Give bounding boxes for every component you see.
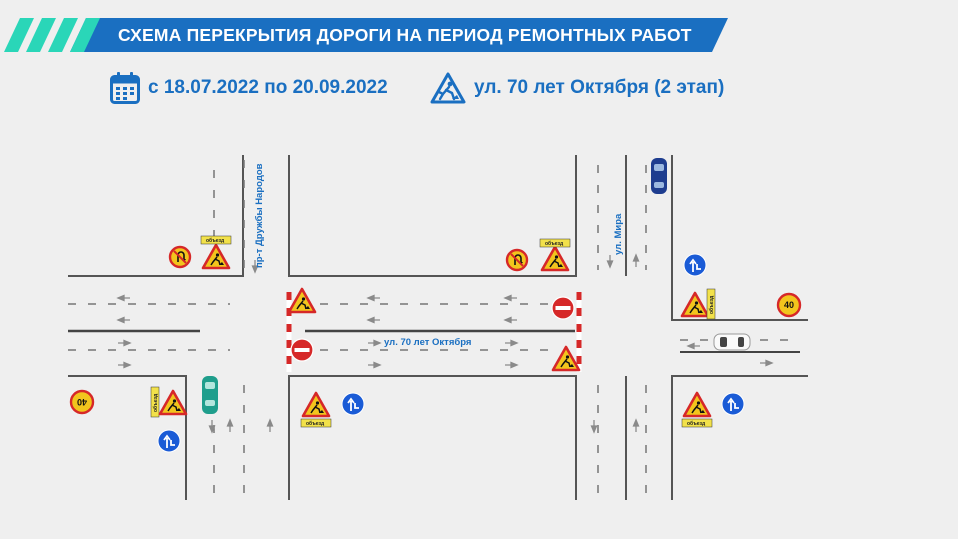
- blue-direction-sign-4: [721, 392, 745, 416]
- closure-barrier-left: [286, 292, 292, 372]
- no-turn-sign-center: [505, 248, 529, 272]
- header-stripes: [4, 18, 728, 52]
- speed-limit-2-value: 40: [77, 397, 87, 407]
- blue-direction-sign-3: [341, 392, 365, 416]
- no-entry-sign-2: [551, 296, 575, 320]
- blue-direction-sign-1: [683, 253, 707, 277]
- speed-limit-sign-1: 40: [776, 292, 802, 318]
- dates-info: с 18.07.2022 по 20.09.2022: [110, 70, 388, 106]
- road-works-icon: [430, 72, 466, 104]
- detour-plate-6: объезд: [681, 418, 713, 428]
- road-works-sign-2: [540, 245, 570, 272]
- road-works-sign-6: [158, 389, 188, 416]
- detour-plate-2-label: объезд: [545, 240, 564, 247]
- road-borders: [68, 155, 808, 500]
- detour-plate-1: объезд: [200, 235, 232, 245]
- car-teal: [202, 376, 218, 414]
- street-info: ул. 70 лет Октября (2 этап): [430, 70, 724, 106]
- calendar-icon: [110, 72, 140, 104]
- road-works-sign-4: [551, 345, 581, 372]
- car-blue: [651, 158, 667, 194]
- road-works-sign-7: [301, 391, 331, 418]
- detour-plate-5-label: объезд: [306, 420, 325, 427]
- detour-plate-2: объезд: [539, 238, 571, 248]
- header-banner: СХЕМА ПЕРЕКРЫТИЯ ДОРОГИ НА ПЕРИОД РЕМОНТ…: [0, 18, 728, 52]
- car-white: [713, 333, 751, 351]
- no-entry-sign-1: [290, 338, 314, 362]
- road-works-sign-5: [680, 291, 710, 318]
- page-title: СХЕМА ПЕРЕКРЫТИЯ ДОРОГИ НА ПЕРИОД РЕМОНТ…: [118, 25, 692, 45]
- detour-plate-3: объезд: [706, 288, 716, 320]
- closure-barrier-right: [576, 292, 582, 372]
- no-turn-sign-left: [168, 245, 192, 269]
- street-label-main: ул. 70 лет Октября: [384, 337, 471, 348]
- detour-plate-6-label: объезд: [687, 420, 706, 427]
- detour-plate-4: объезд: [150, 386, 160, 418]
- detour-plate-3-label: объезд: [708, 295, 715, 314]
- street-label-right: ул. Мира: [613, 213, 624, 255]
- road-works-sign-1: [201, 243, 231, 270]
- road-works-sign-8: [682, 391, 712, 418]
- detour-plate-4-label: объезд: [152, 393, 159, 412]
- detour-plate-5: объезд: [300, 418, 332, 428]
- speed-limit-1-value: 40: [784, 300, 794, 310]
- dates-text: с 18.07.2022 по 20.09.2022: [148, 77, 388, 98]
- street-text: ул. 70 лет Октября (2 этап): [474, 77, 725, 98]
- road-works-sign-3: [287, 287, 317, 314]
- detour-plate-1-label: объезд: [206, 237, 225, 244]
- blue-direction-sign-2: [157, 429, 181, 453]
- street-label-left: пр-т Дружбы Народов: [254, 163, 265, 268]
- speed-limit-sign-2: 40: [69, 389, 95, 415]
